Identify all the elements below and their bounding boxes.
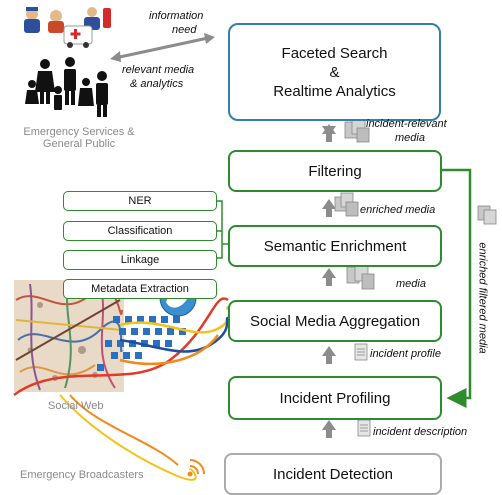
label-enriched-media: enriched media	[360, 204, 436, 216]
data-streams	[13, 297, 231, 481]
incident-profiling-box: Incident Profiling	[228, 376, 442, 420]
label-emergency-broadcasters: Emergency Broadcasters	[20, 469, 144, 481]
label-incident-relevant-1: incident-relevant	[366, 118, 447, 130]
label-incident-profile: incident profile	[370, 348, 441, 360]
faceted-search-title: Faceted Search	[281, 44, 388, 62]
component-classification-label: Classification	[107, 225, 173, 237]
component-classification: Classification	[63, 221, 217, 241]
label-emergency-services-1: Emergency Services &	[23, 126, 135, 138]
component-metadata-extraction: Metadata Extraction	[63, 279, 217, 299]
label-information-need-1: information	[149, 10, 204, 22]
label-social-web: Social Web	[48, 400, 104, 412]
social-media-aggregation-label: Social Media Aggregation	[249, 312, 421, 330]
media-stack-icon	[334, 117, 497, 290]
component-linkage-label: Linkage	[120, 254, 160, 266]
realtime-analytics-title: Realtime Analytics	[273, 82, 396, 100]
faceted-search-amp: &	[329, 63, 340, 81]
component-ner: NER	[63, 191, 217, 211]
flow-arrows	[322, 126, 336, 438]
faceted-search-box: Faceted Search & Realtime Analytics	[228, 23, 441, 121]
feedback-loop-arrow	[442, 168, 472, 408]
rss-broadcast-icon	[187, 459, 205, 477]
label-incident-relevant-2: media	[395, 132, 425, 144]
label-relevant-media-1: relevant media	[122, 64, 195, 76]
filtering-label: Filtering	[308, 162, 362, 180]
label-information-need-2: need	[172, 24, 197, 36]
document-icon	[354, 343, 371, 437]
incident-profiling-label: Incident Profiling	[279, 389, 391, 407]
info-exchange-arrow	[110, 33, 215, 62]
flow-arrows-top	[322, 124, 336, 142]
component-metadata-extraction-label: Metadata Extraction	[91, 283, 189, 295]
component-linkage: Linkage	[63, 250, 217, 270]
label-enriched-filtered-media: enriched filtered media	[476, 242, 489, 354]
component-ner-label: NER	[128, 195, 152, 207]
network-nodes	[97, 316, 186, 371]
people-icon	[25, 57, 108, 117]
social-media-aggregation-box: Social Media Aggregation	[228, 300, 442, 342]
label-incident-description: incident description	[373, 426, 468, 438]
label-emergency-services-2: General Public	[42, 138, 116, 150]
semantic-enrichment-label: Semantic Enrichment	[263, 237, 407, 255]
filtering-box: Filtering	[228, 150, 442, 192]
rescue-services-icon	[24, 7, 111, 48]
label-emergency-services: Emergency Services & General Public	[14, 126, 144, 150]
incident-detection-box: Incident Detection	[224, 453, 442, 495]
component-connectors	[217, 200, 229, 259]
label-media: media	[396, 278, 426, 290]
incident-detection-label: Incident Detection	[272, 465, 394, 483]
label-relevant-media-2: & analytics	[130, 78, 184, 90]
semantic-enrichment-box: Semantic Enrichment	[228, 225, 442, 267]
